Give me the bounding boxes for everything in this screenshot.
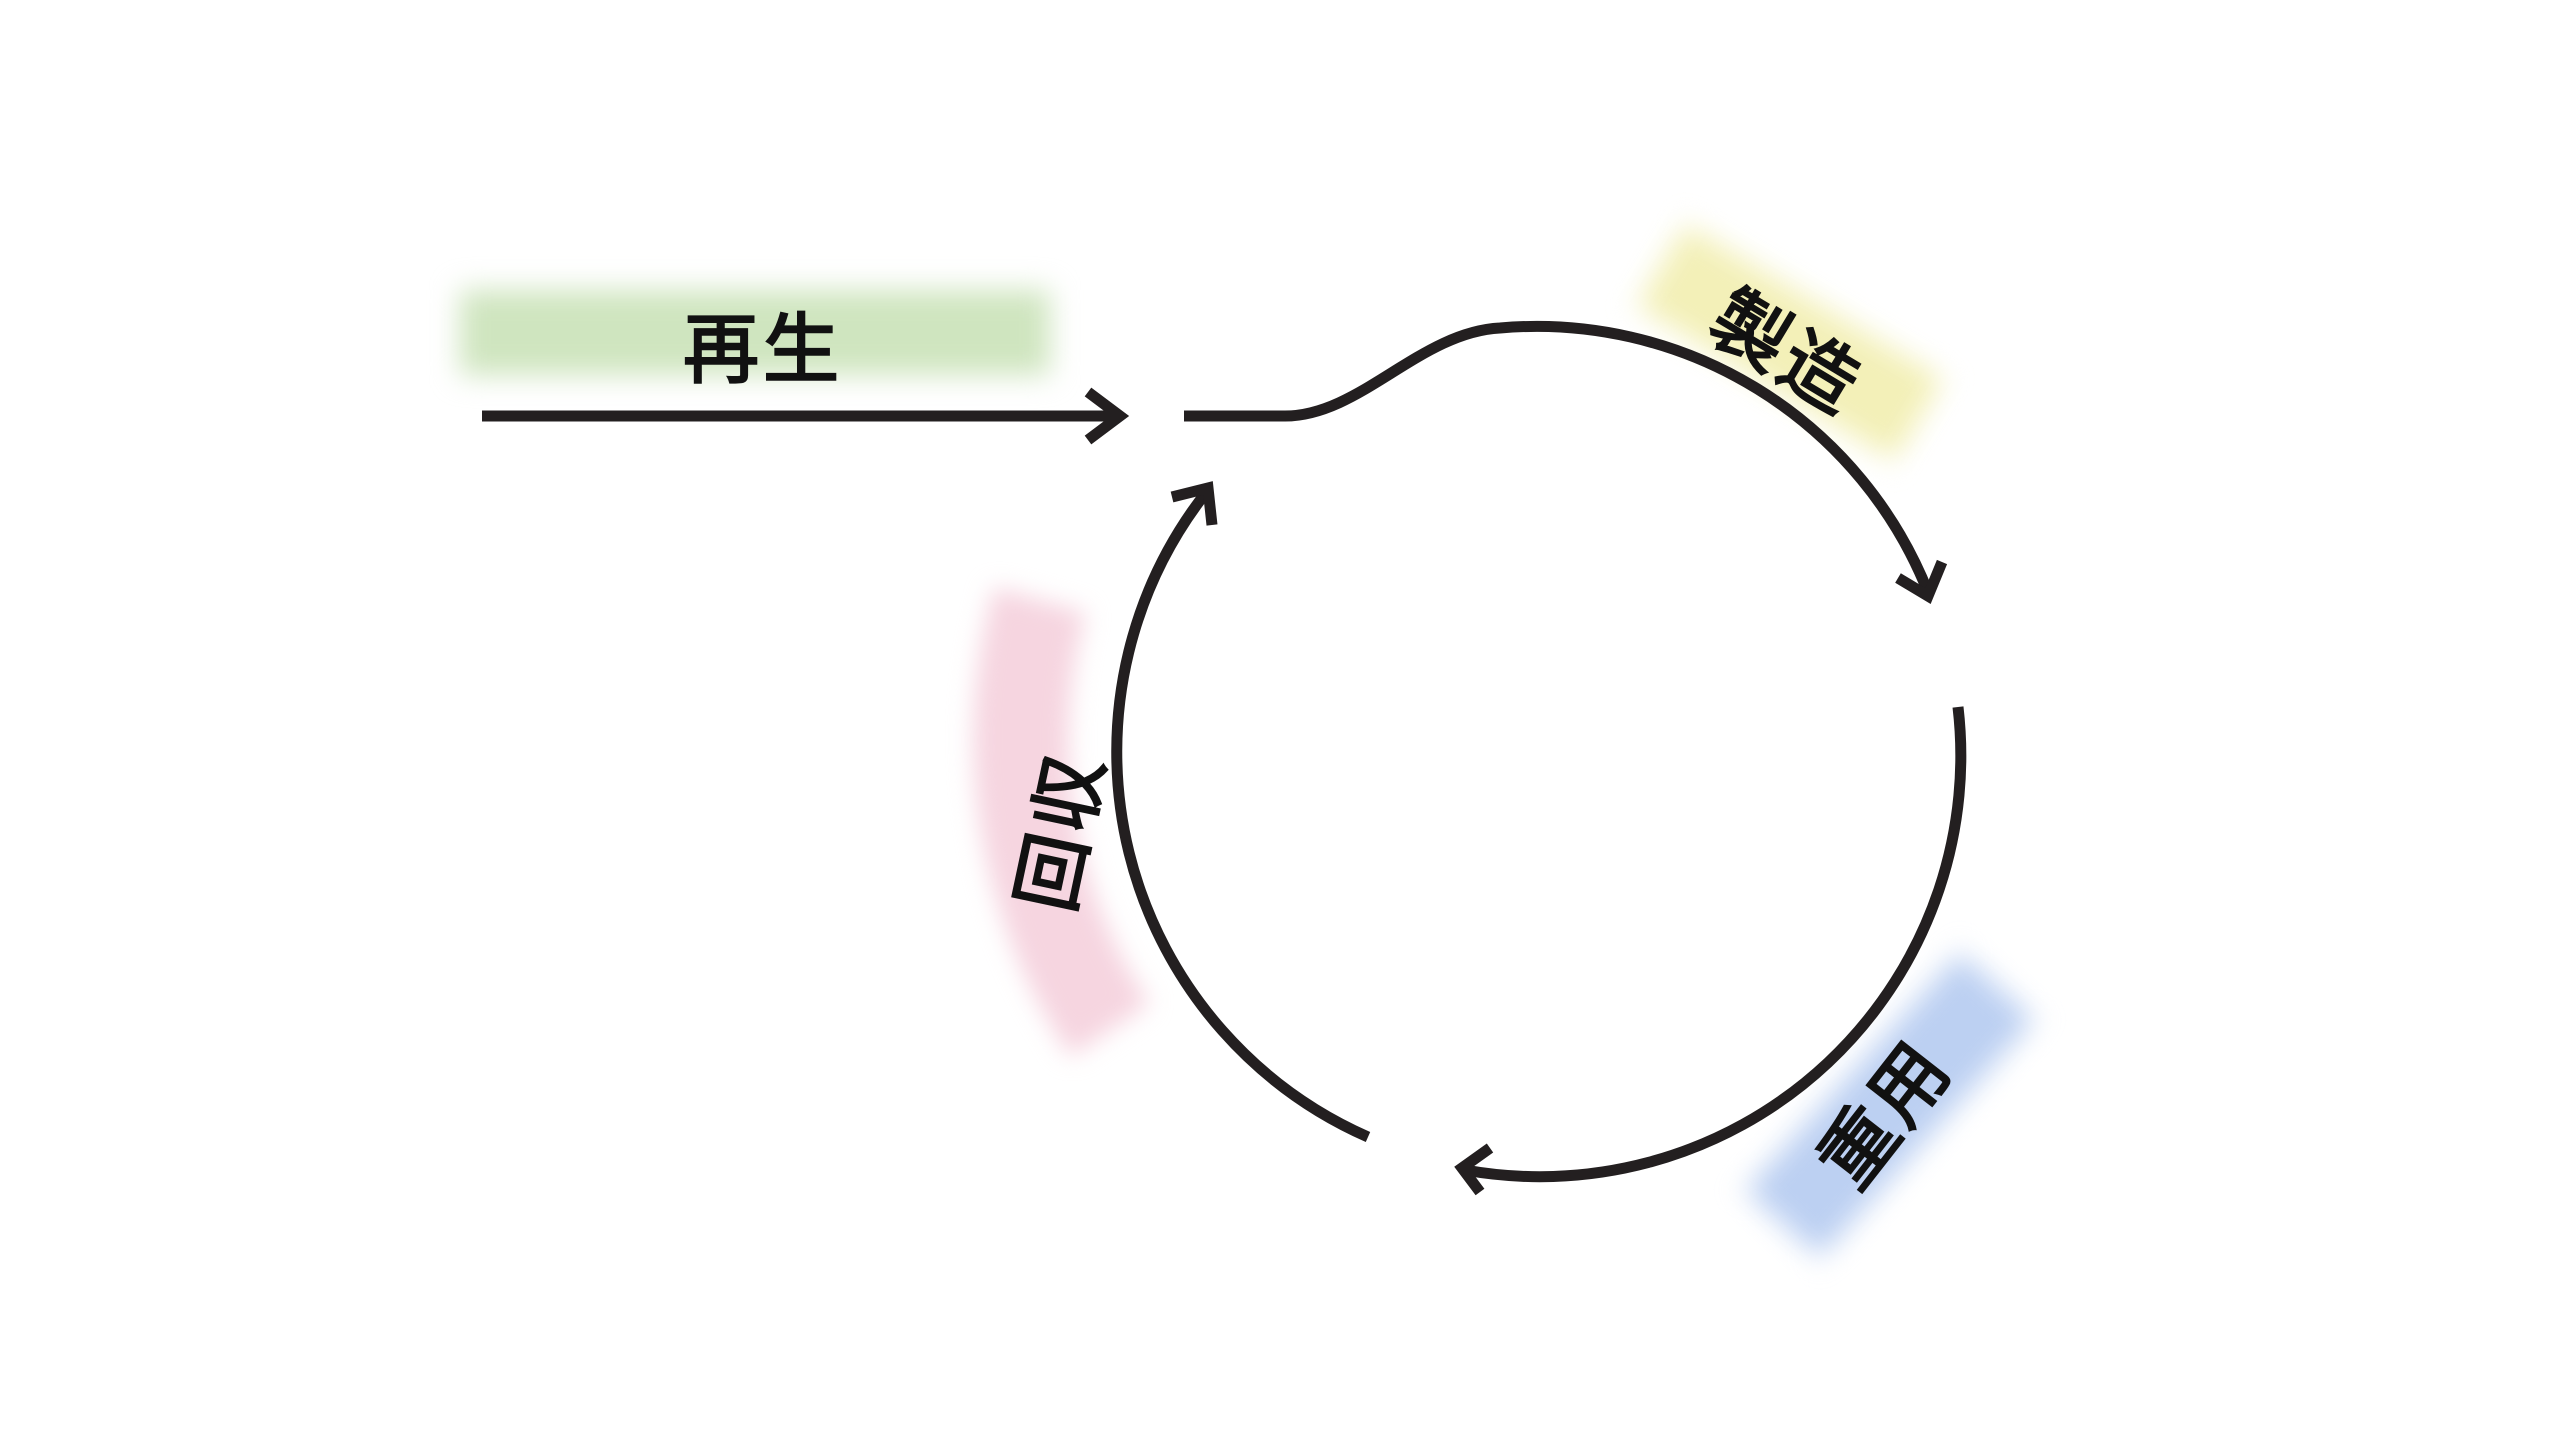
reuse-arrowhead [1454,1143,1494,1196]
collect-arc [1111,486,1371,1143]
manufacture-arrowhead [1895,559,1948,605]
label-regenerate: 再生 [683,305,843,394]
regenerate-highlight [460,290,1050,375]
collect-arrowhead [1170,481,1218,526]
regenerate-arrowhead [1084,387,1130,445]
manufacture-arc [1184,320,1934,595]
reuse-arc [1464,706,1967,1183]
